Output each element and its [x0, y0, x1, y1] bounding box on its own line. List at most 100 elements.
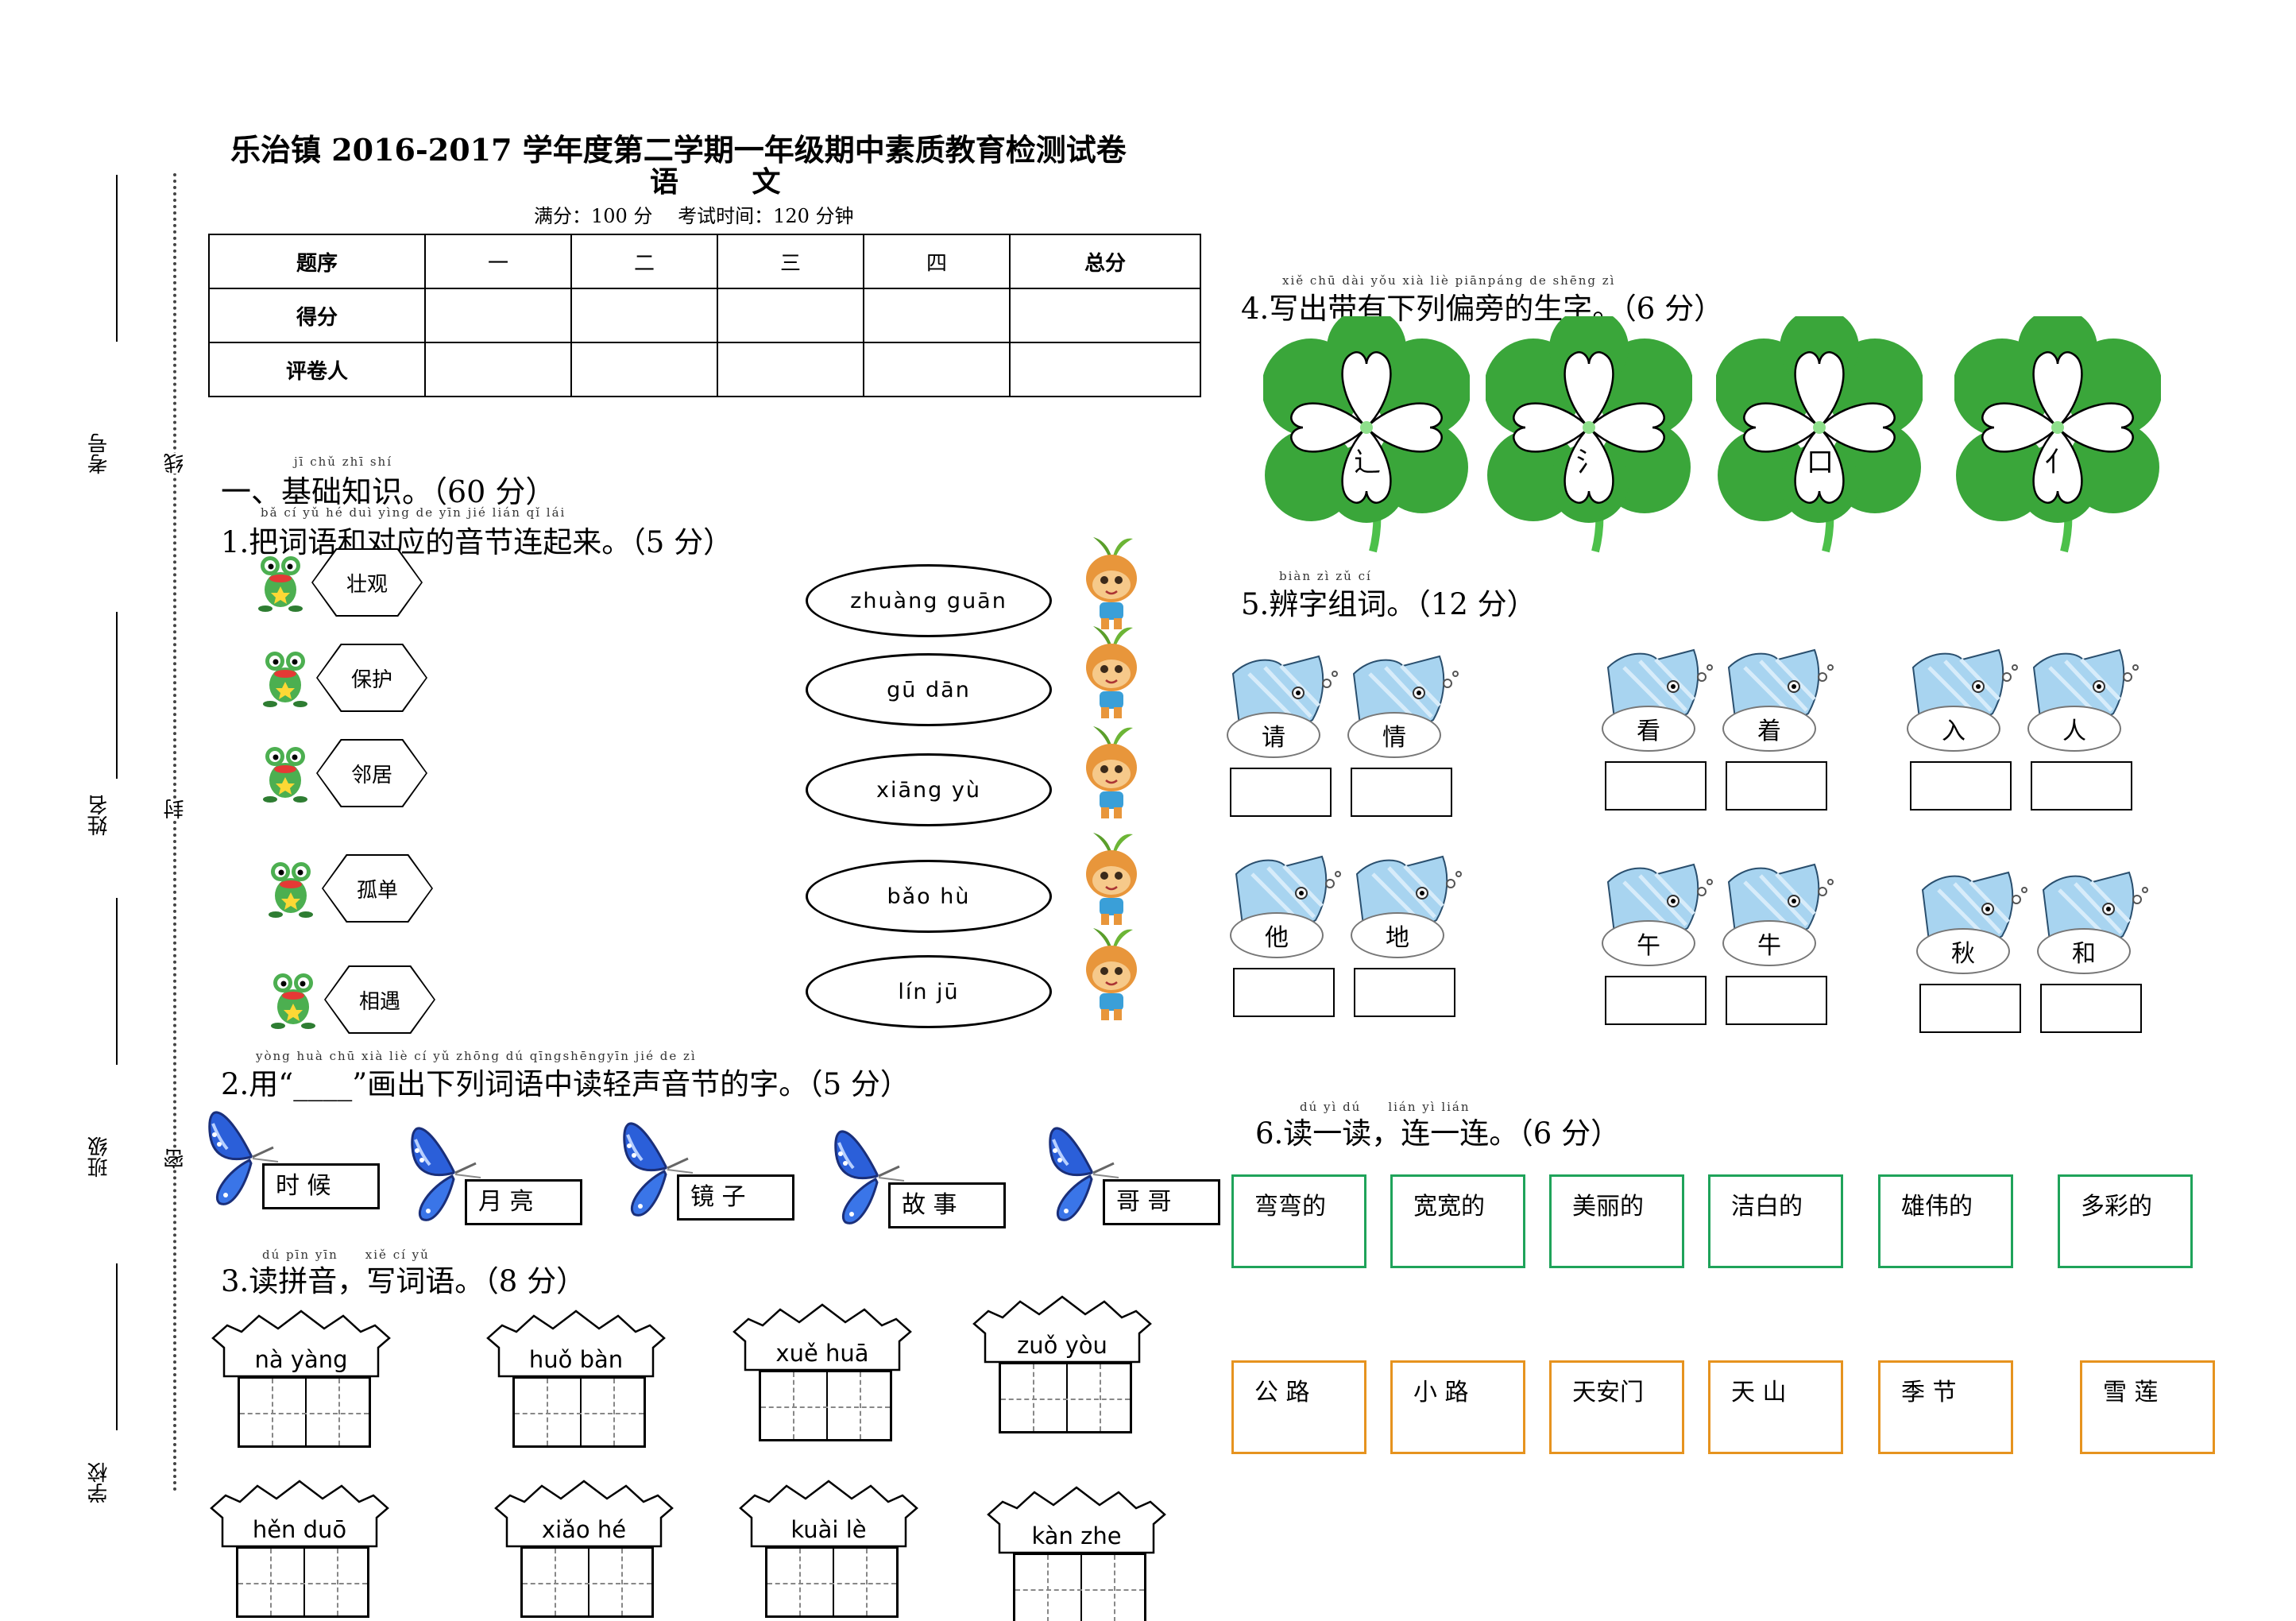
q4-pinyin: xiě chū dài yǒu xià liè piānpáng de shēn…	[1282, 273, 1616, 288]
q1-word-hex[interactable]: 相遇	[324, 965, 435, 1034]
q1-word-hex[interactable]: 邻居	[316, 739, 427, 807]
q3-writing-grid[interactable]	[999, 1362, 1132, 1433]
table-header-cell: 四	[863, 234, 1011, 289]
q5-answer-box[interactable]	[1354, 968, 1455, 1017]
q6-bottom-word[interactable]: 小 路	[1390, 1360, 1525, 1454]
q4-radical[interactable]: 亻	[2045, 447, 2072, 478]
q3-writing-grid[interactable]	[238, 1376, 371, 1448]
score-table: 题序 一 二 三 四 总分 得分 评卷人	[208, 234, 1201, 397]
onion-sprite-icon	[1076, 722, 1147, 820]
clover-icon	[1714, 308, 1924, 555]
q1-syllable-oval[interactable]: xiāng yù	[806, 753, 1052, 826]
binding-dotted-line	[173, 173, 176, 1492]
q6-bottom-word[interactable]: 天安门	[1549, 1360, 1684, 1454]
q5-answer-box[interactable]	[2031, 761, 2132, 810]
q5-answer-box[interactable]	[1726, 976, 1827, 1025]
q1-syllable-oval[interactable]: bǎo hù	[806, 860, 1052, 933]
q6-top-word[interactable]: 美丽的	[1549, 1174, 1684, 1268]
frog-icon	[259, 647, 311, 709]
frog-icon	[254, 551, 307, 613]
grader-cell[interactable]	[863, 342, 1011, 397]
q5-answer-box[interactable]	[1605, 761, 1707, 810]
q6-pinyin: dú yì dú lián yì lián	[1300, 1100, 1471, 1114]
q5-answer-box[interactable]	[1230, 768, 1332, 817]
school-label: 学校	[87, 1462, 111, 1503]
grader-cell[interactable]	[717, 342, 864, 397]
q5-answer-box[interactable]	[1726, 761, 1827, 810]
score-cell[interactable]	[424, 288, 572, 343]
q3-pinyin-label: nà yàng	[254, 1346, 348, 1373]
q1-word-hex[interactable]: 保护	[316, 644, 427, 712]
q1-syllable-oval[interactable]: zhuàng guān	[806, 564, 1052, 637]
q6-top-word[interactable]: 洁白的	[1708, 1174, 1843, 1268]
name-blank[interactable]	[116, 612, 118, 779]
q5-answer-box[interactable]	[2040, 984, 2142, 1033]
q2-word-box[interactable]: 镜 子	[677, 1174, 794, 1221]
q1-pinyin: bǎ cí yǔ hé duì yìng de yīn jié lián qǐ …	[261, 505, 566, 520]
q5-answer-box[interactable]	[1919, 984, 2021, 1033]
q2-word-box[interactable]: 哥 哥	[1103, 1179, 1220, 1225]
q6-top-word[interactable]: 雄伟的	[1878, 1174, 2013, 1268]
q6-top-word[interactable]: 弯弯的	[1231, 1174, 1366, 1268]
grader-cell[interactable]	[570, 342, 718, 397]
q5-char-label: 秋	[1916, 928, 2010, 974]
grader-cell[interactable]	[424, 342, 572, 397]
q6-bottom-word[interactable]: 公 路	[1231, 1360, 1366, 1454]
q5-char-label: 他	[1230, 912, 1324, 958]
q5-answer-box[interactable]	[1910, 761, 2012, 810]
score-info: 满分：100 分 考试时间：120 分钟	[534, 205, 854, 227]
q1-syllable-oval[interactable]: gū dān	[806, 653, 1052, 726]
q2-word-box[interactable]: 月 亮	[465, 1179, 582, 1225]
q6-bottom-word[interactable]: 季 节	[1878, 1360, 2013, 1454]
table-header-cell: 评卷人	[208, 342, 426, 397]
q3-writing-grid[interactable]	[765, 1546, 899, 1618]
grader-cell[interactable]	[1009, 342, 1201, 397]
q3-crown-item: kàn zhe	[985, 1486, 1168, 1621]
subject-title: 语 文	[650, 165, 813, 199]
q5-answer-box[interactable]	[1605, 976, 1707, 1025]
q5-char-label: 人	[2027, 706, 2121, 752]
q5-char-label: 和	[2037, 928, 2131, 974]
exam-no-label: 考号	[87, 433, 111, 474]
q5-char-label: 着	[1722, 706, 1816, 752]
q3-pinyin-label: huǒ bàn	[528, 1346, 624, 1373]
q3-writing-grid[interactable]	[1013, 1553, 1146, 1621]
q2-pinyin: yòng huà chū xià liè cí yǔ zhōng dú qīng…	[256, 1049, 697, 1063]
q3-writing-grid[interactable]	[236, 1546, 369, 1618]
q3-writing-grid[interactable]	[512, 1376, 646, 1448]
score-cell[interactable]	[717, 288, 864, 343]
q4-radical[interactable]: 辶	[1354, 447, 1381, 478]
q4-radical[interactable]: 口	[1807, 447, 1834, 478]
q2-title: 2.用“____”画出下列词语中读轻声音节的字。（5 分）	[221, 1067, 910, 1101]
q5-answer-box[interactable]	[1351, 768, 1452, 817]
exam-title: 乐治镇 2016-2017 学年度第二学期一年级期中素质教育检测试卷	[230, 132, 1127, 168]
score-cell[interactable]	[1009, 288, 1201, 343]
q2-word-box[interactable]: 故 事	[888, 1182, 1006, 1228]
q5-char-label: 请	[1227, 712, 1320, 758]
q3-writing-grid[interactable]	[759, 1370, 892, 1441]
score-cell[interactable]	[570, 288, 718, 343]
school-blank[interactable]	[116, 1263, 118, 1430]
q3-writing-grid[interactable]	[520, 1546, 654, 1618]
table-header-cell: 三	[717, 234, 864, 289]
onion-sprite-icon	[1076, 828, 1147, 927]
q4-radical[interactable]: 氵	[1576, 447, 1603, 478]
q1-word: 相遇	[358, 989, 400, 1014]
q2-word-box[interactable]: 时 候	[262, 1163, 380, 1209]
q6-top-word[interactable]: 多彩的	[2058, 1174, 2193, 1268]
q6-top-word[interactable]: 宽宽的	[1390, 1174, 1525, 1268]
class-blank[interactable]	[116, 898, 118, 1065]
onion-sprite-icon	[1076, 923, 1147, 1022]
score-cell[interactable]	[863, 288, 1011, 343]
q6-bottom-word[interactable]: 天 山	[1708, 1360, 1843, 1454]
q1-word-hex[interactable]: 孤单	[322, 854, 433, 923]
q1-word-hex[interactable]: 壮观	[311, 548, 423, 617]
q1-word: 壮观	[346, 572, 388, 597]
q1-syllable-oval[interactable]: lín jū	[806, 955, 1052, 1028]
q5-answer-box[interactable]	[1233, 968, 1335, 1017]
exam-no-blank[interactable]	[116, 175, 118, 342]
q6-bottom-word[interactable]: 雪 莲	[2080, 1360, 2215, 1454]
q3-crown-item: nà yàng	[210, 1310, 392, 1453]
line-char: 线	[160, 453, 190, 474]
section1-pinyin: jī chǔ zhī shí	[294, 455, 392, 469]
